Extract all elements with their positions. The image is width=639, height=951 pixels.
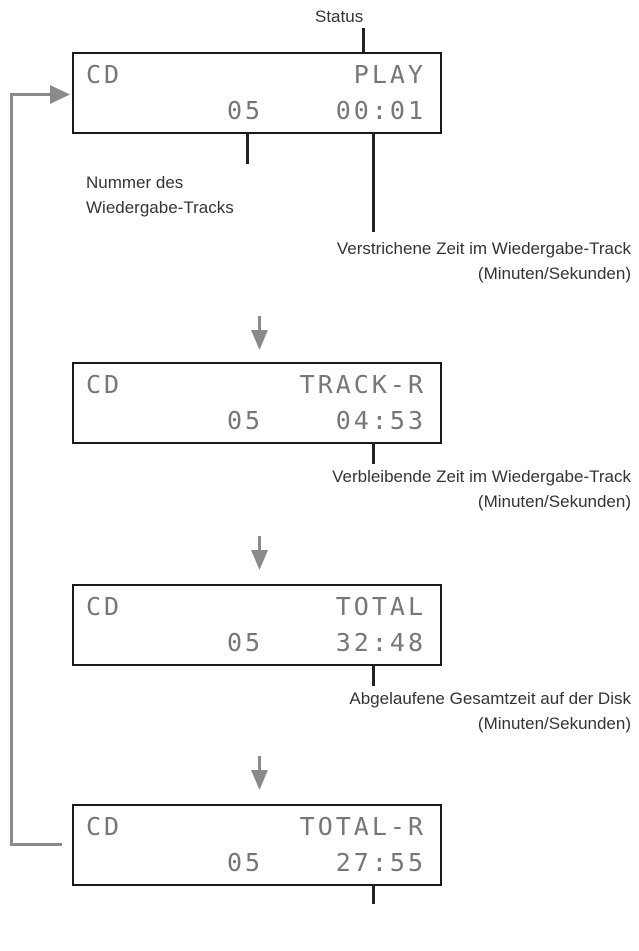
remaining-label-line2: (Minuten/Sekunden) <box>477 492 631 511</box>
total-label-line1: Abgelaufene Gesamtzeit auf der Disk <box>349 689 631 708</box>
display-total: CD TOTAL 05 32:48 <box>72 584 442 666</box>
track-number-label-line1: Nummer des <box>86 173 184 192</box>
total-remaining-leader-line <box>372 884 375 904</box>
loop-top-segment <box>10 93 54 96</box>
loop-bottom-segment <box>10 843 62 846</box>
elapsed-leader-line <box>372 132 375 232</box>
display-source: CD <box>86 812 123 841</box>
remaining-leader-line <box>372 442 375 464</box>
down-arrow-3-head <box>251 770 268 790</box>
total-time-label: Abgelaufene Gesamtzeit auf der Disk (Min… <box>349 686 631 736</box>
track-number-label: Nummer des Wiedergabe-Tracks <box>86 170 234 220</box>
total-label-line2: (Minuten/Sekunden) <box>477 714 631 733</box>
display-time: 04:53 <box>335 406 426 435</box>
display-mode: PLAY <box>353 60 426 89</box>
display-play: CD PLAY 05 00:01 <box>72 52 442 134</box>
down-arrow-2-head <box>251 550 268 570</box>
elapsed-label-line1: Verstrichene Zeit im Wiedergabe-Track <box>336 239 631 258</box>
display-track: 05 <box>227 628 264 657</box>
display-mode: TOTAL <box>335 592 426 621</box>
display-source: CD <box>86 592 123 621</box>
elapsed-time-label: Verstrichene Zeit im Wiedergabe-Track (M… <box>337 236 631 286</box>
display-track: 05 <box>227 96 264 125</box>
down-arrow-2-shaft <box>258 536 261 554</box>
display-total-remaining: CD TOTAL-R 05 27:55 <box>72 804 442 886</box>
down-arrow-3-shaft <box>258 756 261 774</box>
display-time: 32:48 <box>335 628 426 657</box>
remaining-time-label: Verbleibende Zeit im Wiedergabe-Track (M… <box>332 464 631 514</box>
loop-vertical-segment <box>10 93 13 846</box>
down-arrow-1-shaft <box>258 316 261 334</box>
display-time: 27:55 <box>335 848 426 877</box>
track-number-label-line2: Wiedergabe-Tracks <box>86 198 234 217</box>
elapsed-label-line2: (Minuten/Sekunden) <box>477 264 631 283</box>
display-source: CD <box>86 370 123 399</box>
status-label: Status <box>315 7 364 26</box>
display-mode: TOTAL-R <box>299 812 426 841</box>
display-source: CD <box>86 60 123 89</box>
remaining-label-line1: Verbleibende Zeit im Wiedergabe-Track <box>332 467 631 486</box>
display-time: 00:01 <box>335 96 426 125</box>
loop-arrow-head <box>50 85 70 104</box>
display-track: 05 <box>227 406 264 435</box>
display-mode: TRACK-R <box>299 370 426 399</box>
total-leader-line <box>372 664 375 686</box>
track-number-leader-line <box>246 132 249 164</box>
down-arrow-1-head <box>251 330 268 350</box>
display-track-remaining: CD TRACK-R 05 04:53 <box>72 362 442 444</box>
display-track: 05 <box>227 848 264 877</box>
status-leader-line <box>362 28 365 58</box>
